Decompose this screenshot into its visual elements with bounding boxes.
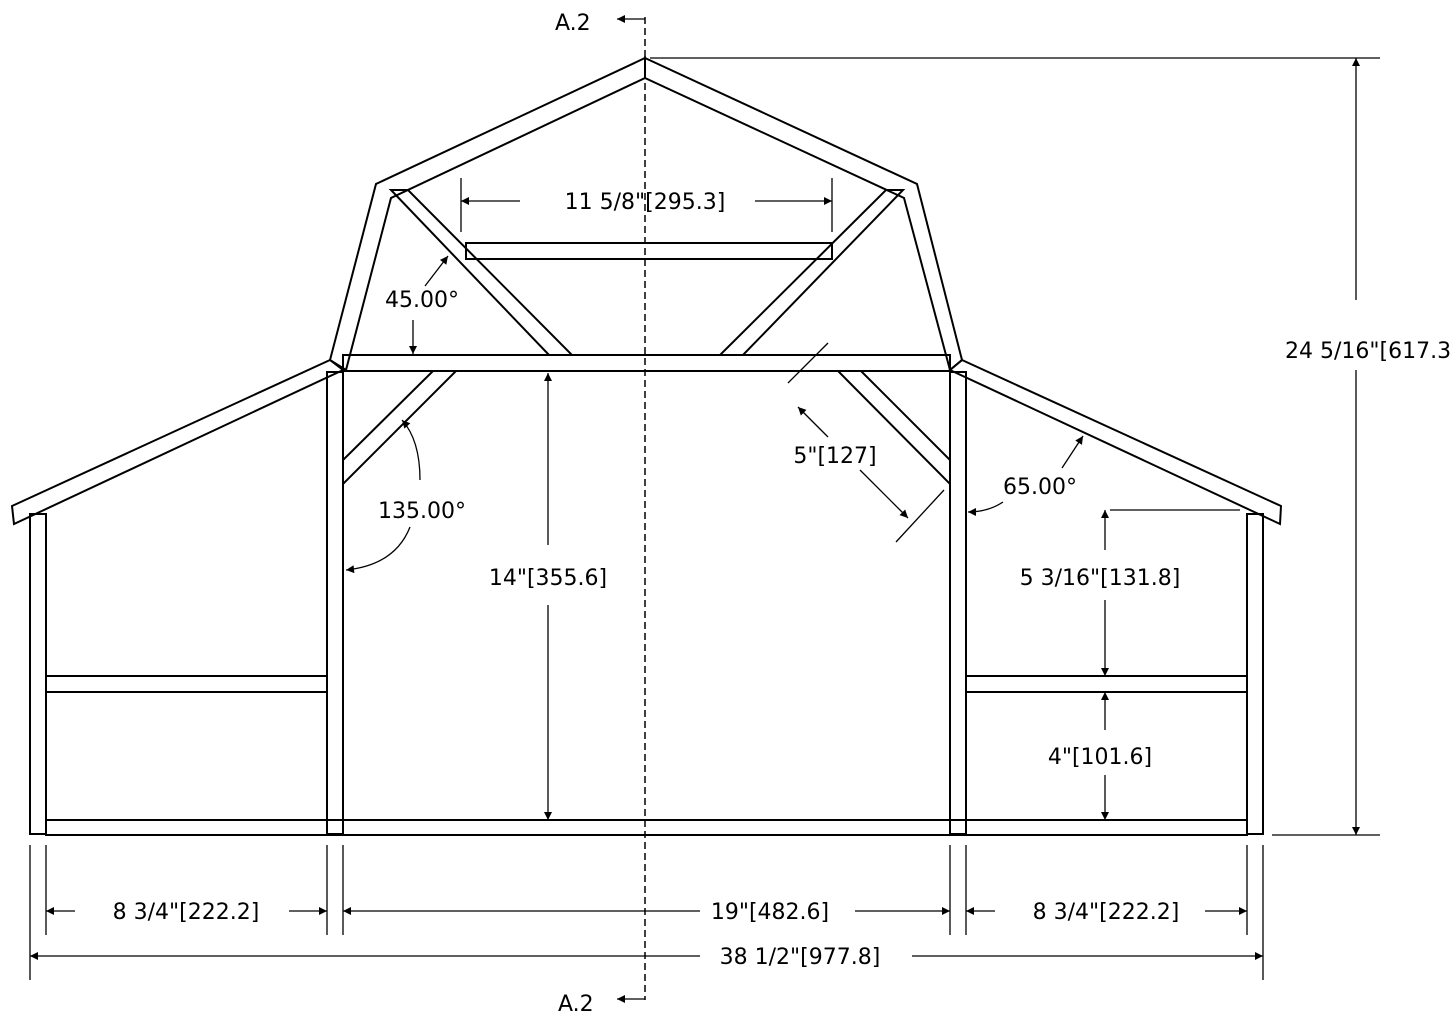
loft-floor-beam: [342, 354, 951, 372]
left-shed-roof: [10, 358, 345, 526]
dim-shed-lower: 4"[101.6]: [1048, 745, 1152, 770]
dim-overall-height: 24 5/16"[617.3]: [1285, 339, 1450, 364]
inner-post-right: [949, 371, 967, 835]
knee-brace-left: [342, 370, 459, 487]
dim-right-bay: 8 3/4"[222.2]: [1033, 900, 1180, 925]
dimensions: 11 5/8"[295.3] 24 5/16"[617.3] 45.00° 13…: [29, 57, 1450, 980]
right-shed-roof: [948, 358, 1283, 526]
section-line: A.2 A.2: [555, 11, 646, 1017]
outer-post-right: [1246, 513, 1264, 835]
floor-sill: [45, 819, 1248, 836]
dim-brace-length: 5"[127]: [793, 444, 876, 469]
right-shelf: [965, 675, 1248, 693]
dim-center-bay: 19"[482.6]: [711, 900, 829, 925]
upper-brace-right: [717, 189, 906, 356]
section-label-bottom: A.2: [558, 992, 594, 1017]
dim-loft-angle: 45.00°: [385, 288, 459, 313]
dim-top-tie: 11 5/8"[295.3]: [565, 190, 726, 215]
dim-left-bay: 8 3/4"[222.2]: [113, 900, 260, 925]
dim-shed-angle: 65.00°: [1003, 475, 1077, 500]
dim-brace-angle: 135.00°: [378, 499, 466, 524]
left-shelf: [45, 675, 328, 693]
dim-overall-width: 38 1/2"[977.8]: [720, 945, 881, 970]
inner-post-left: [326, 371, 344, 835]
upper-brace-left: [388, 189, 575, 356]
barn-frame: [10, 56, 1283, 836]
collar-tie: [465, 242, 833, 260]
section-label-top: A.2: [555, 11, 591, 36]
dim-wall-height: 14"[355.6]: [489, 566, 607, 591]
outer-post-left: [29, 513, 47, 835]
dim-shed-upper: 5 3/16"[131.8]: [1020, 566, 1181, 591]
